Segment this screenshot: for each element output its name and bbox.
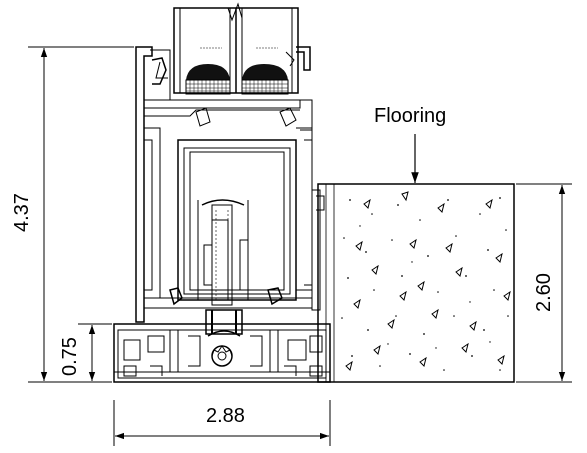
overall-height-value: 4.37 [11, 193, 33, 232]
dimension-overall-height: 4.37 [11, 46, 134, 383]
window-frame-profile [135, 46, 325, 323]
concrete-aggregate [345, 191, 511, 371]
flooring-thickness-value: 2.60 [533, 273, 555, 312]
dimension-sill-height: 0.75 [59, 323, 112, 381]
flooring-callout: Flooring [374, 105, 446, 183]
frame-width-value: 2.88 [206, 405, 245, 427]
dimension-frame-width: 2.88 [113, 400, 331, 446]
bottom-track [113, 309, 331, 383]
sill-height-value: 0.75 [59, 337, 81, 376]
dimension-flooring-thickness: 2.60 [516, 183, 572, 383]
flooring-label: Flooring [374, 105, 446, 127]
concrete-speckle [341, 197, 509, 371]
flooring-block [317, 183, 515, 383]
glass-panes [173, 2, 299, 95]
